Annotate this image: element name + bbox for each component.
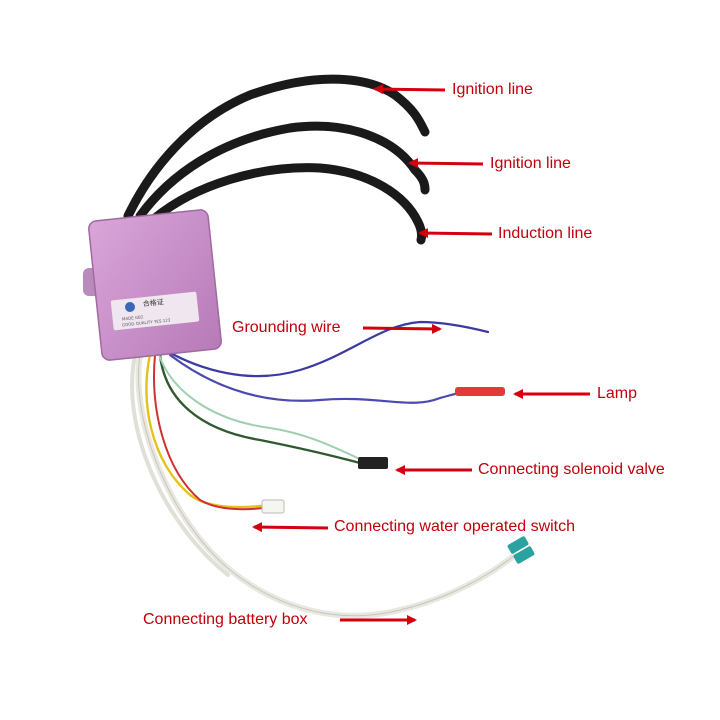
arrow-ignition-2: [408, 158, 484, 169]
controller-housing: 合格证 MADE GB2 GOOD QUALITY YES 123: [83, 209, 222, 361]
annotation-arrows: [252, 84, 590, 625]
ignition-cable-1: [123, 74, 430, 221]
controller-sticker-line-2: GOOD QUALITY YES 123: [122, 317, 171, 327]
arrow-water-switch: [252, 522, 329, 533]
battery-terminals: [507, 536, 535, 564]
solenoid-connector: [358, 457, 388, 469]
controller-brand: 合格证: [142, 297, 164, 308]
water-switch-connector: [261, 499, 285, 514]
label-induction-line: Induction line: [498, 225, 593, 242]
ignition-cable-2: [135, 121, 430, 221]
controller-sticker: [110, 291, 200, 331]
arrow-grounding: [362, 323, 442, 334]
label-solenoid-valve: Connecting solenoid valve: [478, 461, 665, 478]
label-battery-box: Connecting battery box: [143, 611, 308, 628]
wire-bundle: [130, 320, 518, 619]
controller-logo-icon: [125, 302, 135, 312]
label-grounding-wire: Grounding wire: [232, 319, 341, 336]
arrow-ignition-1: [373, 84, 446, 95]
label-water-switch: Connecting water operated switch: [334, 518, 576, 535]
label-lamp: Lamp: [597, 385, 638, 402]
label-ignition-line-1: Ignition line: [452, 81, 533, 98]
controller-sticker-line-1: MADE GB2: [122, 314, 144, 321]
lamp-red-sleeve: [455, 387, 505, 396]
label-ignition-line-2: Ignition line: [490, 155, 571, 172]
arrow-induction: [418, 228, 493, 239]
